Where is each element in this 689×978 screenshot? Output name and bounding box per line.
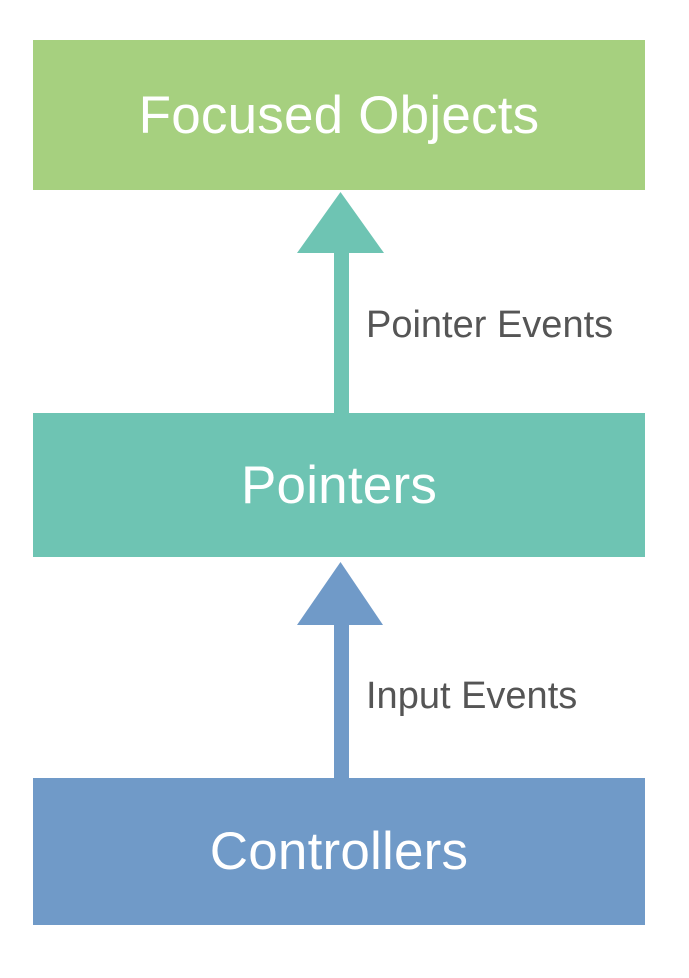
node-pointers-label: Pointers	[240, 455, 438, 515]
node-focused-objects-label: Focused Objects	[138, 85, 540, 145]
arrow-pointer-events	[0, 190, 689, 415]
arrowhead-input-events	[297, 562, 383, 625]
arrow-pointer-events-glyph	[297, 192, 384, 415]
arrow-input-events-glyph	[297, 562, 383, 780]
edge-label-input-events: Input Events	[366, 675, 578, 717]
arrow-stem-input-events	[334, 624, 349, 780]
node-pointers[interactable]: Pointers	[33, 413, 645, 557]
node-controllers[interactable]: Controllers	[33, 778, 645, 925]
edge-label-pointer-events: Pointer Events	[366, 304, 614, 346]
arrowhead-pointer-events	[297, 192, 384, 253]
node-controllers-label: Controllers	[209, 822, 469, 881]
arrow-input-events	[0, 557, 689, 780]
node-focused-objects[interactable]: Focused Objects	[33, 40, 645, 190]
arrow-stem-pointer-events	[334, 252, 349, 415]
